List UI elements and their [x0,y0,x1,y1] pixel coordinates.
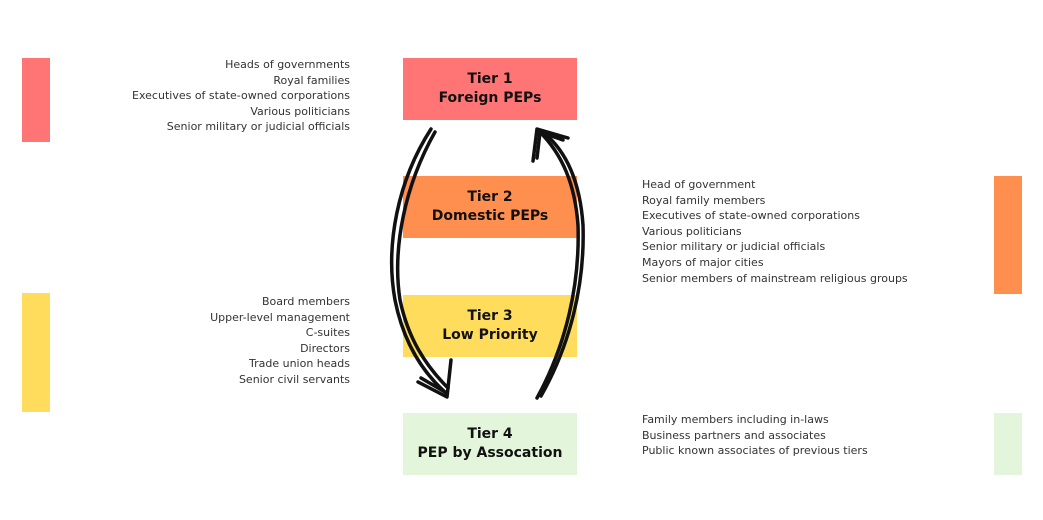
tier4-color-bar [994,413,1022,475]
up-arrow-head-2 [535,130,565,160]
down-arrow-head-2 [419,376,447,394]
tier1-box: Tier 1 Foreign PEPs [403,58,577,120]
list-item: C-suites [305,326,350,340]
list-item: Senior civil servants [238,372,350,386]
list-item: Public known associates of previous tier… [642,444,868,458]
list-item: Executives of state-owned corporations [132,89,350,103]
list-item: Directors [300,341,350,355]
tier3-title: Tier 3 [467,308,513,324]
list-item: Board members [261,295,350,308]
tier1-title: Tier 1 [467,71,513,87]
tier2-title: Tier 2 [467,189,513,205]
tier3-color-bar [22,293,50,412]
tier2-box: Tier 2 Domestic PEPs [403,176,577,238]
tier2-list: Head of government Royal family members … [642,177,908,286]
tier4-title: Tier 4 [467,426,513,442]
list-item: Various politicians [250,104,350,118]
tier3-box: Tier 3 Low Priority [403,295,577,357]
tier2-color-bar [994,176,1022,294]
list-item: Head of government [642,178,756,191]
tier4-subtitle: PEP by Assocation [417,445,563,461]
list-item: Senior military or judicial officials [166,120,350,134]
down-arrow-head [416,358,453,399]
up-arrow-line [535,129,580,400]
tier3-subtitle: Low Priority [442,327,538,343]
list-item: Heads of governments [225,58,350,71]
list-item: Business partners and associates [642,428,826,442]
list-item: Family members including in-laws [642,413,829,426]
list-item: Executives of state-owned corporations [642,209,860,223]
tier1-subtitle: Foreign PEPs [438,90,542,106]
up-arrow-line-2 [539,131,585,398]
tier4-list: Family members including in-laws Busines… [642,412,868,459]
list-item: Various politicians [642,224,742,238]
up-arrow-head [531,127,570,163]
tier2-subtitle: Domestic PEPs [431,208,549,224]
list-item: Mayors of major cities [642,255,764,269]
list-item: Senior members of mainstream religious g… [642,271,908,285]
tier4-box: Tier 4 PEP by Assocation [403,413,577,475]
tier1-color-bar [22,58,50,142]
list-item: Royal family members [642,193,766,207]
tier3-list: Board members Upper-level management C-s… [210,294,350,388]
list-item: Senior military or judicial officials [642,240,826,254]
list-item: Trade union heads [248,357,350,371]
down-arrow-line-2 [395,130,450,390]
tier1-list: Heads of governments Royal families Exec… [132,57,350,135]
list-item: Royal families [273,73,350,87]
list-item: Upper-level management [210,310,350,324]
down-arrow-line [389,127,448,395]
